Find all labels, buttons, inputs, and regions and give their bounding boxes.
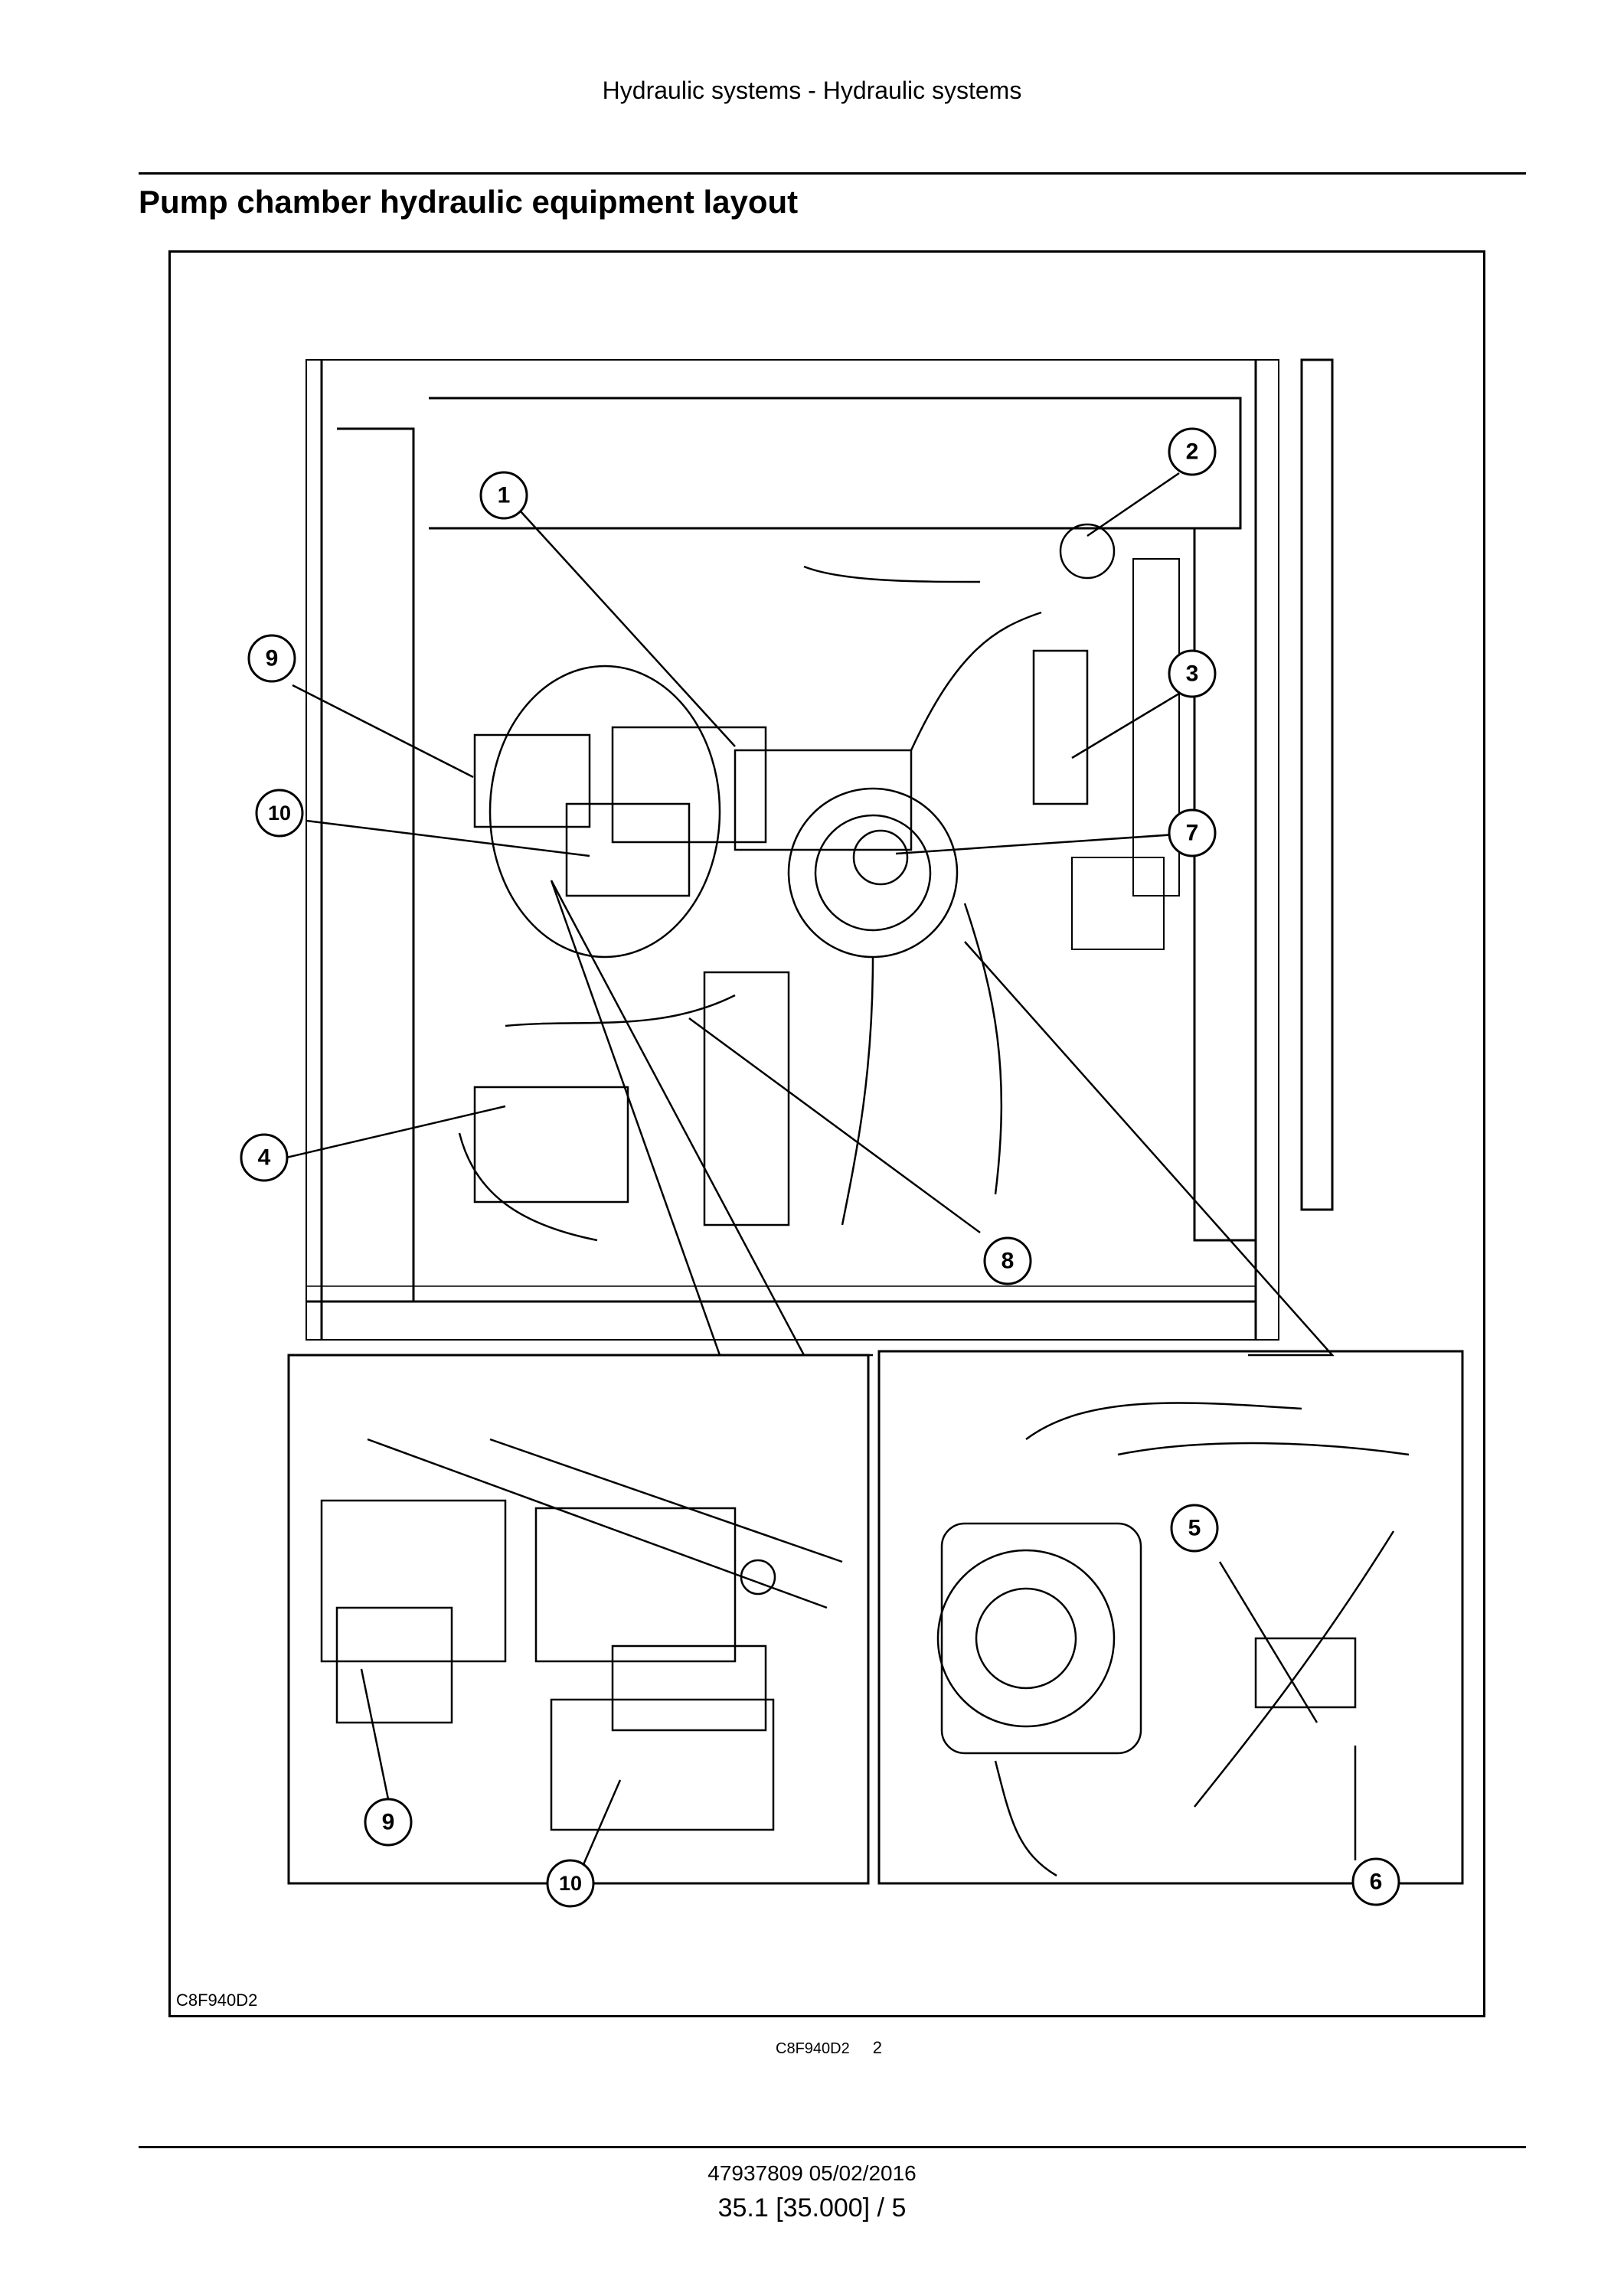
callout-3-circle — [1168, 649, 1217, 698]
callout-8: 8 — [1002, 1249, 1015, 1274]
detail-right-drawing — [936, 1402, 1410, 1877]
detail-left-drawing — [320, 1438, 843, 1869]
callout-2-circle — [1168, 427, 1217, 476]
machine-frame-drawing — [306, 358, 1334, 1341]
callout-3: 3 — [1186, 661, 1199, 687]
callout-4-circle — [240, 1133, 289, 1182]
callout-6: 6 — [1370, 1870, 1383, 1895]
callout-4: 4 — [258, 1145, 271, 1171]
detail-callout-9: 9 — [382, 1810, 395, 1835]
caption-ref: C8F940D2 — [776, 2040, 850, 2057]
running-header: Hydraulic systems - Hydraulic systems — [602, 77, 1022, 104]
caption-number: 2 — [872, 2038, 882, 2057]
doc-number: 47937809 05/02/2016 — [707, 2161, 917, 2185]
callout-10-circle — [255, 789, 304, 838]
callout-2: 2 — [1186, 439, 1199, 465]
detail-callout-10-circle — [546, 1859, 595, 1908]
page-reference: 35.1 [35.000] / 5 — [717, 2193, 907, 2223]
footer-rule — [139, 2146, 1526, 2148]
figure-caption: C8F940D2 2 — [776, 2038, 882, 2058]
leader-lines — [286, 472, 1335, 1357]
detail-callout-10: 10 — [559, 1872, 582, 1895]
figure-frame — [168, 250, 1485, 2017]
callout-5-circle — [1170, 1504, 1219, 1553]
pump-assembly-drawing — [458, 523, 1116, 1242]
figure-image-ref: C8F940D2 — [176, 1991, 258, 2010]
callout-5: 5 — [1188, 1516, 1201, 1541]
callout-10: 10 — [268, 802, 291, 825]
detail-panel-right — [877, 1350, 1464, 1885]
callout-7-circle — [1168, 808, 1217, 857]
section-title: Pump chamber hydraulic equipment layout — [139, 184, 799, 220]
detail-callout-9-circle — [364, 1798, 413, 1847]
callout-7: 7 — [1186, 821, 1199, 846]
callout-1: 1 — [498, 483, 511, 508]
callout-1-circle — [479, 471, 528, 520]
callout-8-circle — [983, 1236, 1032, 1285]
callout-9: 9 — [266, 646, 279, 671]
callout-9-circle — [247, 634, 296, 683]
callout-6-circle — [1351, 1857, 1400, 1906]
header-rule — [139, 172, 1526, 175]
